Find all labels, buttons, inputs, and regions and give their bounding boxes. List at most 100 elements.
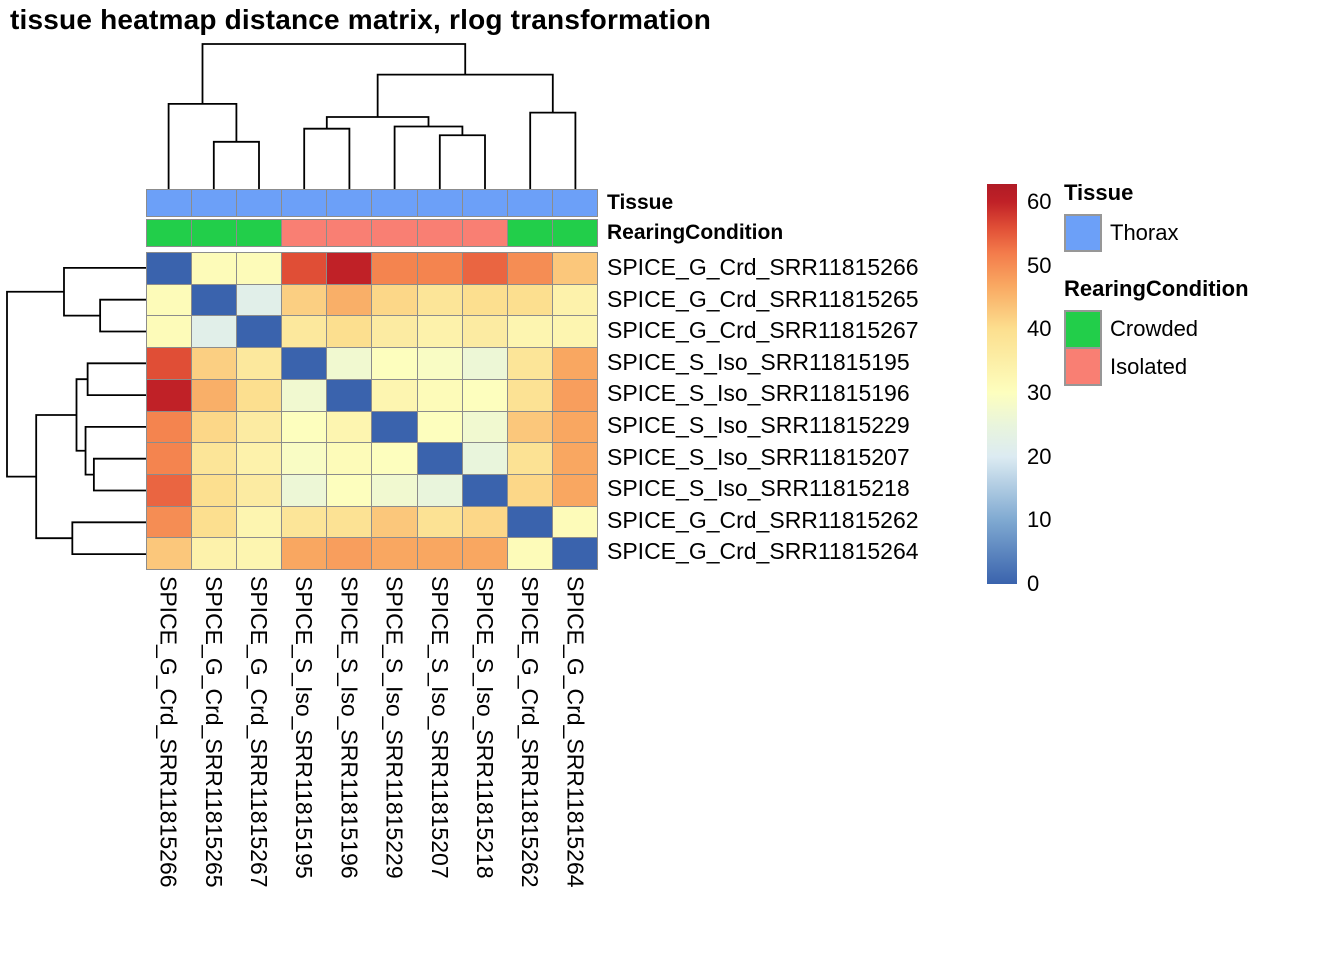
heatmap-cell bbox=[237, 379, 282, 411]
heatmap-cell bbox=[417, 284, 462, 316]
heatmap-cell bbox=[147, 316, 192, 348]
heatmap-cell bbox=[237, 253, 282, 284]
row-label: SPICE_G_Crd_SRR11815262 bbox=[607, 506, 919, 533]
heatmap-cell bbox=[552, 411, 597, 443]
row-dendrogram bbox=[6, 267, 146, 555]
row-label: SPICE_S_Iso_SRR11815195 bbox=[607, 348, 910, 375]
heatmap-cell bbox=[327, 284, 372, 316]
heatmap-cell bbox=[552, 443, 597, 474]
column-label: SPICE_S_Iso_SRR11815196 bbox=[336, 576, 363, 879]
rearing-annotation-cell bbox=[192, 220, 237, 246]
heatmap-cell bbox=[192, 506, 237, 538]
heatmap-cell bbox=[147, 284, 192, 316]
heatmap-cell bbox=[372, 474, 417, 506]
heatmap-cell bbox=[507, 474, 552, 506]
heatmap-cell bbox=[147, 506, 192, 538]
heatmap-cell bbox=[147, 348, 192, 379]
heatmap-cell bbox=[237, 474, 282, 506]
column-label: SPICE_S_Iso_SRR11815207 bbox=[426, 576, 453, 879]
rearing-annotation-track bbox=[146, 219, 598, 247]
heatmap-cell bbox=[462, 506, 507, 538]
heatmap-cell bbox=[417, 411, 462, 443]
heatmap-cell bbox=[462, 443, 507, 474]
tissue-annotation-cell bbox=[282, 190, 327, 216]
row-label: SPICE_G_Crd_SRR11815267 bbox=[607, 317, 919, 344]
heatmap-matrix bbox=[146, 252, 598, 570]
tissue-annotation-cell bbox=[192, 190, 237, 216]
heatmap-cell bbox=[507, 316, 552, 348]
heatmap-cell bbox=[237, 411, 282, 443]
heatmap-cell bbox=[417, 506, 462, 538]
colorbar-tick-label: 0 bbox=[1027, 571, 1040, 596]
colorbar-tick-label: 60 bbox=[1027, 188, 1052, 214]
heatmap-cell bbox=[282, 316, 327, 348]
heatmap-cell bbox=[552, 474, 597, 506]
legend: Tissue Thorax RearingCondition Crowded I… bbox=[1064, 180, 1334, 386]
rearing-annotation-cell bbox=[327, 220, 372, 246]
thorax-label: Thorax bbox=[1110, 220, 1179, 245]
heatmap-cell bbox=[282, 379, 327, 411]
legend-item-isolated: Isolated bbox=[1064, 348, 1334, 386]
heatmap-cell bbox=[282, 284, 327, 316]
rearing-annotation-cell bbox=[372, 220, 417, 246]
heatmap-cell bbox=[552, 316, 597, 348]
heatmap-cell bbox=[417, 379, 462, 411]
heatmap-cell bbox=[462, 379, 507, 411]
heatmap-cell bbox=[372, 538, 417, 569]
row-label: SPICE_G_Crd_SRR11815265 bbox=[607, 285, 919, 312]
crowded-label: Crowded bbox=[1110, 316, 1199, 341]
tissue-annotation-cell bbox=[462, 190, 507, 216]
heatmap-cell bbox=[327, 474, 372, 506]
heatmap-cell bbox=[372, 284, 417, 316]
heatmap-cell bbox=[417, 443, 462, 474]
tissue-annotation-cell bbox=[372, 190, 417, 216]
heatmap-cell bbox=[372, 348, 417, 379]
heatmap-cell bbox=[552, 538, 597, 569]
heatmap-cell bbox=[507, 253, 552, 284]
heatmap-cell bbox=[552, 506, 597, 538]
crowded-swatch bbox=[1064, 310, 1102, 348]
heatmap-cell bbox=[147, 379, 192, 411]
heatmap-cell bbox=[327, 379, 372, 411]
heatmap-cell bbox=[372, 253, 417, 284]
tissue-annotation-cell bbox=[147, 190, 192, 216]
tissue-annotation-cell bbox=[237, 190, 282, 216]
heatmap-cell bbox=[417, 316, 462, 348]
legend-rearing-heading: RearingCondition bbox=[1064, 276, 1249, 301]
dendrogram-lines bbox=[167, 43, 577, 190]
heatmap-cell bbox=[552, 379, 597, 411]
heatmap-cell bbox=[192, 474, 237, 506]
colorbar-tick-label: 20 bbox=[1027, 443, 1052, 469]
thorax-swatch bbox=[1064, 214, 1102, 252]
tissue-track-label: Tissue bbox=[607, 191, 674, 214]
row-label: SPICE_S_Iso_SRR11815196 bbox=[607, 380, 910, 407]
heatmap-cell bbox=[462, 253, 507, 284]
row-label: SPICE_S_Iso_SRR11815207 bbox=[607, 443, 910, 470]
heatmap-cell bbox=[147, 411, 192, 443]
colorbar-tick-label: 10 bbox=[1027, 507, 1052, 533]
legend-tissue-heading: Tissue bbox=[1064, 180, 1134, 205]
heatmap-cell bbox=[192, 443, 237, 474]
heatmap-cell bbox=[372, 316, 417, 348]
page-title: tissue heatmap distance matrix, rlog tra… bbox=[10, 4, 712, 35]
heatmap-cell bbox=[417, 348, 462, 379]
heatmap-cell bbox=[237, 284, 282, 316]
column-label: SPICE_G_Crd_SRR11815262 bbox=[517, 576, 544, 888]
column-label: SPICE_S_Iso_SRR11815229 bbox=[381, 576, 408, 879]
heatmap-cell bbox=[282, 411, 327, 443]
heatmap-cell bbox=[237, 348, 282, 379]
heatmap-cell bbox=[327, 253, 372, 284]
dendrogram-lines bbox=[6, 267, 146, 555]
tissue-annotation-cell bbox=[327, 190, 372, 216]
heatmap-cell bbox=[282, 253, 327, 284]
column-label: SPICE_G_Crd_SRR11815266 bbox=[155, 576, 182, 888]
heatmap-cell bbox=[192, 316, 237, 348]
heatmap-cell bbox=[552, 253, 597, 284]
heatmap-cell bbox=[372, 411, 417, 443]
heatmap-cell bbox=[462, 348, 507, 379]
colorbar-tick-label: 50 bbox=[1027, 252, 1052, 278]
heatmap-cell bbox=[147, 474, 192, 506]
heatmap-cell bbox=[192, 379, 237, 411]
heatmap-cell bbox=[417, 538, 462, 569]
tissue-annotation-cell bbox=[552, 190, 597, 216]
